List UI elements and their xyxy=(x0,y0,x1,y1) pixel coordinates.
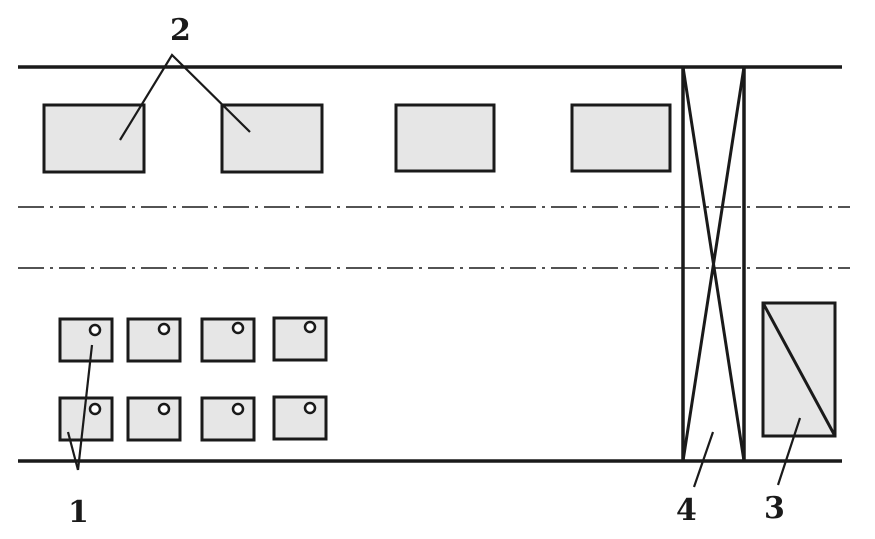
small-box-group-row-1 xyxy=(58,316,328,363)
large-rect-4 xyxy=(570,103,672,173)
small-box-circle xyxy=(231,321,245,335)
large-rect-1 xyxy=(42,103,146,174)
small-box-circle xyxy=(157,322,171,336)
small-box xyxy=(200,396,256,442)
small-box-circle xyxy=(157,402,171,416)
small-box-circle xyxy=(88,402,102,416)
callout-label-2: 2 xyxy=(170,13,191,48)
callout-label-3: 3 xyxy=(764,491,785,526)
large-rect-2 xyxy=(220,103,324,174)
small-box xyxy=(200,317,256,363)
bay-diagonal-2 xyxy=(681,66,746,462)
callout-label-1: 1 xyxy=(68,495,89,530)
small-box xyxy=(272,395,328,441)
small-box xyxy=(58,317,114,363)
small-box-circle xyxy=(303,401,317,415)
small-box xyxy=(126,396,182,442)
leader-4 xyxy=(692,431,715,488)
small-box-circle xyxy=(231,402,245,416)
leader-3 xyxy=(776,417,802,486)
small-box-group-row-2 xyxy=(58,395,328,442)
diagonal-box xyxy=(761,301,837,438)
small-box-circle xyxy=(88,323,102,337)
small-box xyxy=(272,316,328,362)
callout-label-4: 4 xyxy=(676,493,697,528)
crossed-bay xyxy=(681,66,746,462)
large-rect-3 xyxy=(394,103,496,173)
diagonal-box-slash xyxy=(761,302,837,437)
small-box xyxy=(126,317,182,363)
leader-2 xyxy=(119,53,251,141)
leader-1a xyxy=(76,344,94,471)
small-box-circle xyxy=(303,320,317,334)
leader-1b xyxy=(66,431,80,471)
